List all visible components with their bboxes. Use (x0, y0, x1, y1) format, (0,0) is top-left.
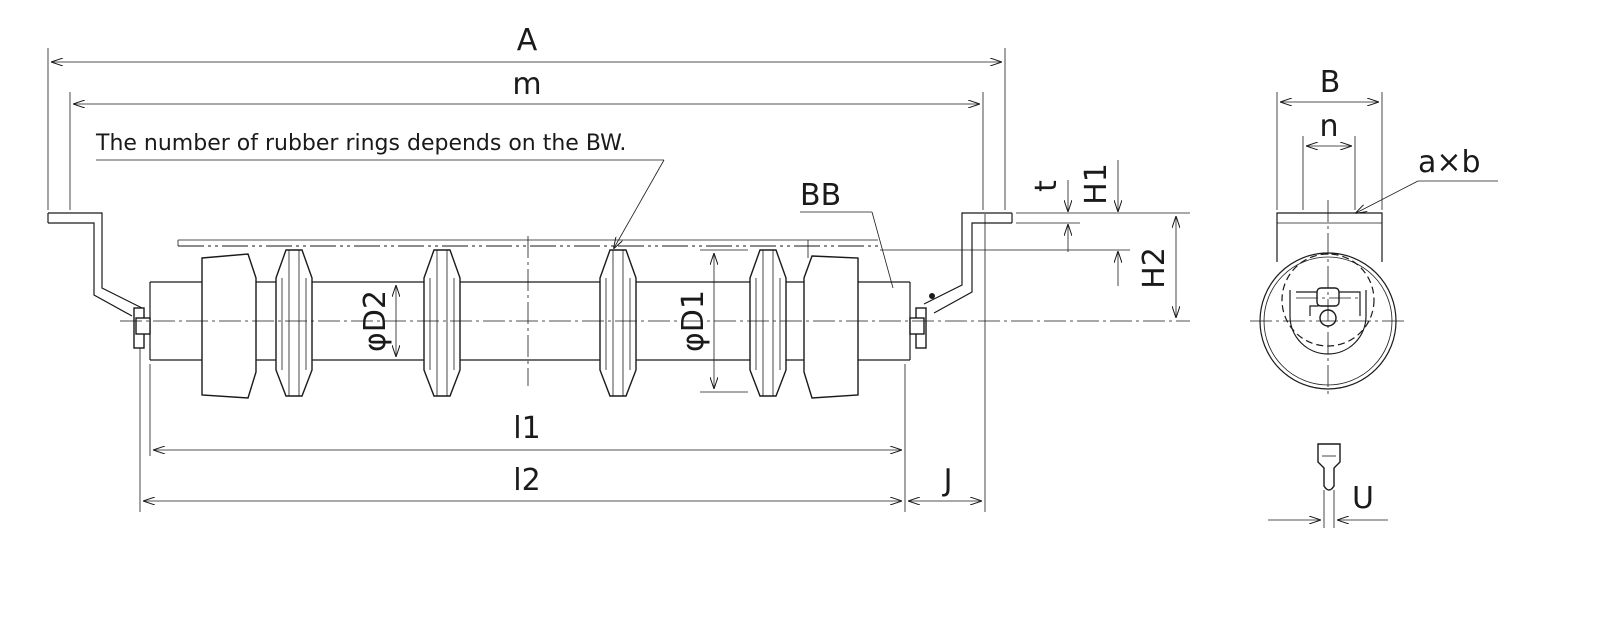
label-J: J (942, 463, 953, 498)
label-axb: a×b (1418, 145, 1481, 180)
label-t: t (1029, 180, 1064, 192)
rubber-ring-2 (423, 249, 461, 397)
label-l2: l2 (513, 463, 540, 498)
dim-H1: H1 (880, 160, 1130, 286)
front-view: A m The number of rubber rings depends o… (47, 23, 1190, 512)
rubber-ring-4 (749, 249, 787, 397)
dim-B: B (1276, 65, 1383, 210)
dim-J: J (909, 463, 981, 501)
label-l1: l1 (513, 411, 540, 446)
left-bracket (47, 212, 151, 349)
dim-t: t (1016, 180, 1080, 252)
key-detail: U (1268, 443, 1388, 528)
label-D1: φD1 (676, 290, 711, 352)
dim-H2: H2 (1080, 212, 1190, 317)
label-D2: φD2 (358, 290, 393, 352)
note-text: The number of rubber rings depends on th… (95, 131, 626, 156)
rubber-ring-3 (599, 249, 637, 397)
label-BB: BB (800, 178, 841, 213)
label-m: m (512, 67, 541, 102)
side-view: B n a×b U (1250, 65, 1498, 528)
dim-D1: φD1 (676, 249, 748, 393)
dim-m: m (69, 67, 984, 210)
label-H2: H2 (1137, 247, 1172, 289)
label-H1: H1 (1079, 163, 1114, 205)
dim-A: A (47, 23, 1006, 210)
right-bracket (909, 212, 1013, 349)
dim-n: n (1302, 109, 1356, 210)
dim-l1: l1 (149, 364, 906, 512)
rubber-ring-1 (275, 249, 313, 397)
end-ring-left (201, 253, 257, 399)
rubber-ring-note: The number of rubber rings depends on th… (95, 131, 665, 248)
bb-callout: BB (800, 178, 894, 289)
label-B: B (1320, 65, 1341, 100)
bb-dot (929, 293, 935, 299)
side-bracket (1276, 212, 1383, 262)
label-A: A (517, 23, 538, 58)
end-ring-right (803, 255, 859, 399)
dim-D2: φD2 (358, 286, 396, 356)
label-U: U (1352, 481, 1374, 516)
dim-l2: l2 (139, 214, 986, 512)
label-n: n (1319, 109, 1338, 144)
dim-axb: a×b (1356, 145, 1498, 213)
